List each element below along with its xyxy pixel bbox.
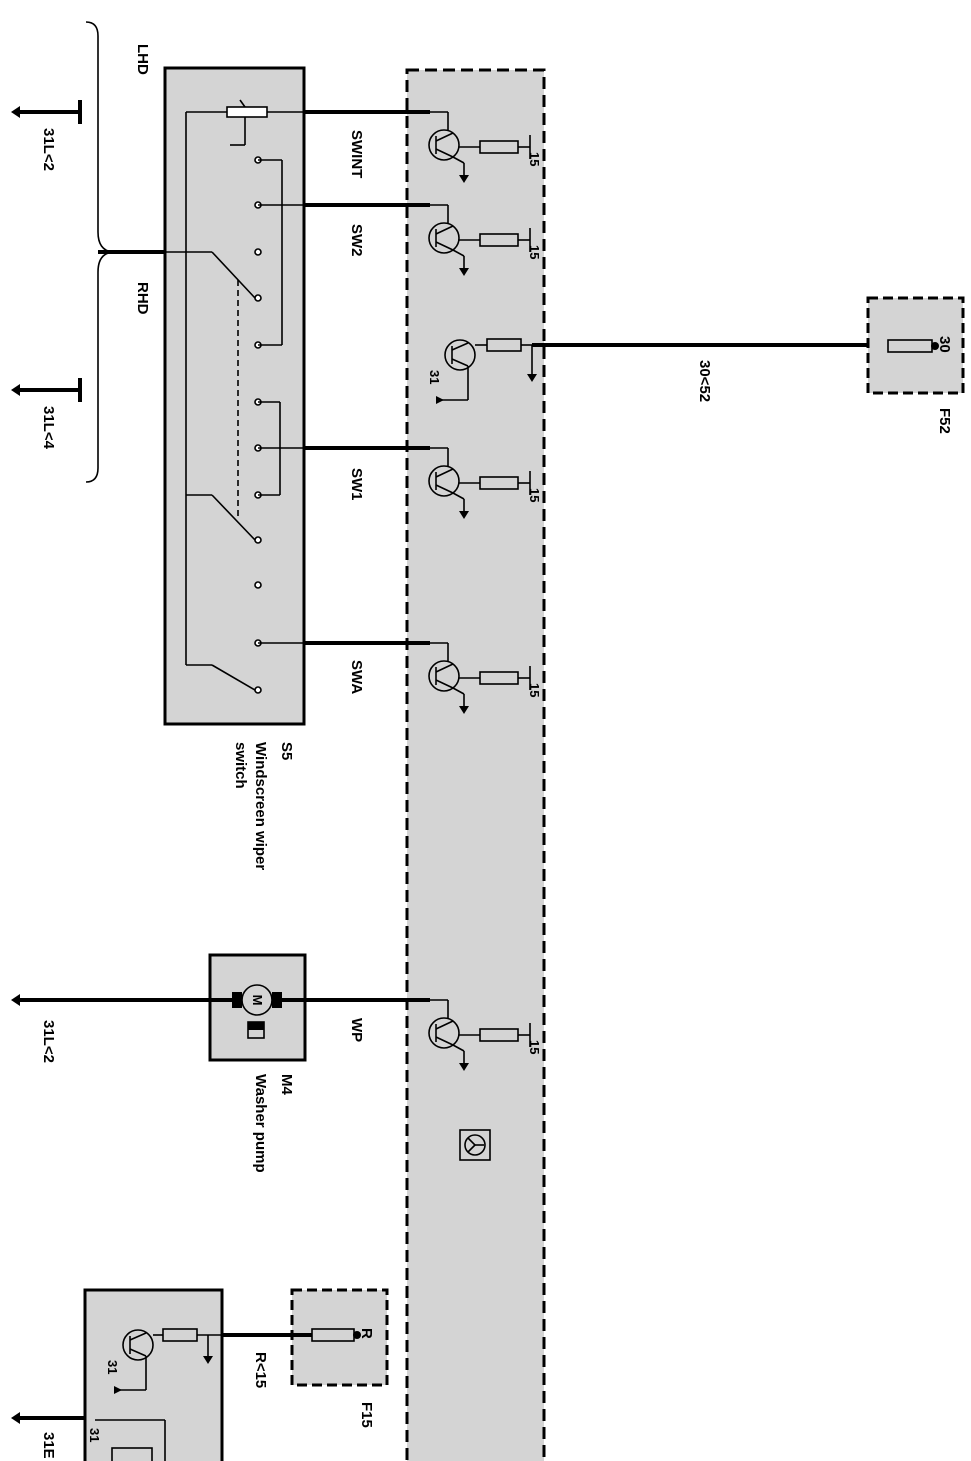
- f52-fuse-symbol: [887, 339, 939, 353]
- sw2-label: SW2: [348, 224, 365, 257]
- ground-31e-arrow: [11, 1412, 20, 1424]
- m4-motor-symbol: [232, 984, 282, 1039]
- s5-id: S5: [278, 742, 295, 760]
- s5-switch-box: [163, 66, 306, 726]
- f52-pin-label: 30: [936, 336, 953, 353]
- module-wiper-icon: [459, 1129, 491, 1161]
- f52-id: F52: [936, 408, 953, 434]
- bottom-module-transistor: [95, 1328, 222, 1461]
- ground-31e-label: 31E: [40, 1432, 57, 1459]
- wp-label: WP: [348, 1018, 365, 1042]
- pin31-bottom-module: 31: [105, 1360, 120, 1374]
- f15-fuse-box: [290, 1288, 389, 1387]
- pin15-swint: 15: [527, 152, 542, 166]
- m4-motor-letter: M: [250, 995, 265, 1006]
- m4-pump-box: [208, 953, 307, 1062]
- f15-pin-label: R: [358, 1328, 375, 1339]
- pin15-sw2: 15: [527, 245, 542, 259]
- m4-name: Washer pump: [252, 1074, 269, 1173]
- control-module-box: [405, 68, 546, 1461]
- bottom-module-box: [83, 1288, 224, 1461]
- f15-id: F15: [358, 1402, 375, 1428]
- m4-id: M4: [278, 1074, 295, 1095]
- pin15-wp: 15: [527, 1040, 542, 1054]
- s5-name-line1: Windscreen wiper: [252, 742, 269, 870]
- pin31-bottom-module-2: 31: [87, 1428, 102, 1442]
- ground-top-label: 31L<2: [40, 128, 57, 171]
- s5-switch-internals: [98, 99, 304, 694]
- ground-bottom-arrow: [11, 994, 20, 1006]
- swint-label: SWINT: [348, 130, 365, 178]
- transistor-supply: [436, 338, 537, 404]
- wire-r-15-label: R<15: [252, 1352, 269, 1388]
- rhd-label: RHD: [134, 282, 151, 315]
- wire-30-52-label: 30<52: [696, 360, 713, 402]
- ground-mid-label: 31L<4: [40, 406, 57, 450]
- lhd-label: LHD: [134, 44, 151, 75]
- ground-mid: [11, 378, 82, 402]
- sw1-label: SW1: [348, 468, 365, 501]
- swa-label: SWA: [348, 660, 365, 694]
- pin15-swa: 15: [527, 683, 542, 697]
- ground-bottom-label: 31L<2: [40, 1020, 57, 1063]
- pin15-sw1: 15: [527, 488, 542, 502]
- f52-fuse-box: [866, 296, 965, 395]
- pin31-supply: 31: [427, 370, 442, 384]
- s5-name-line2: switch: [232, 742, 249, 789]
- ground-top: [11, 100, 82, 124]
